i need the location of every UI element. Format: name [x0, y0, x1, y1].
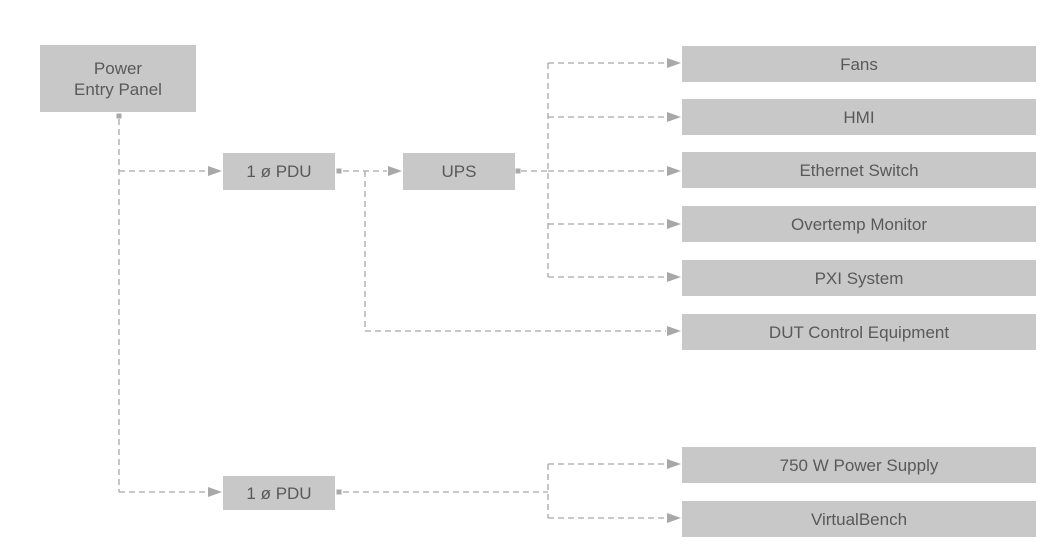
fans-label: Fans	[840, 54, 878, 74]
power-supply-750w-label: 750 W Power Supply	[779, 455, 939, 475]
ethernet-switch-arrowhead	[667, 166, 681, 176]
pxi-system-arrowhead	[667, 272, 681, 282]
power-entry-panel-label-line2: Entry Panel	[74, 79, 162, 99]
virtualbench-label: VirtualBench	[810, 509, 908, 529]
overtemp-monitor-node: Overtemp Monitor	[682, 206, 1036, 242]
overtemp-monitor-label: Overtemp Monitor	[790, 214, 928, 234]
power-entry-panel-node: Power Entry Panel	[40, 45, 196, 112]
fans-node: Fans	[682, 46, 1036, 82]
pdu-upper-port-dot	[336, 168, 342, 174]
dut-arrowhead	[667, 326, 681, 336]
dut-control-equipment-node: DUT Control Equipment	[682, 314, 1036, 350]
ups-arrowhead	[388, 166, 402, 176]
ups-port-dot	[515, 168, 521, 174]
pdu-lower-arrowhead	[208, 487, 222, 497]
fans-arrowhead	[667, 58, 681, 68]
pdu-upper-arrowhead	[208, 166, 222, 176]
pxi-system-node: PXI System	[682, 260, 1036, 296]
pxi-system-label: PXI System	[814, 268, 904, 288]
ethernet-switch-label: Ethernet Switch	[799, 160, 919, 180]
power-entry-panel-label-line1: Power	[93, 58, 143, 78]
pdu-lower-port-dot	[336, 489, 342, 495]
ups-node: UPS	[403, 153, 515, 190]
hmi-label: HMI	[843, 107, 875, 127]
ethernet-switch-node: Ethernet Switch	[682, 152, 1036, 188]
pdu-lower-node: 1 ø PDU	[223, 476, 335, 510]
virtualbench-node: VirtualBench	[682, 501, 1036, 537]
virtualbench-arrowhead	[667, 513, 681, 523]
pep-port-dot	[116, 113, 122, 119]
hmi-arrowhead	[667, 112, 681, 122]
power-supply-750w-arrowhead	[667, 459, 681, 469]
overtemp-monitor-arrowhead	[667, 219, 681, 229]
pdu-upper-label: 1 ø PDU	[246, 162, 312, 181]
ups-label: UPS	[441, 162, 477, 181]
pdu-upper-node: 1 ø PDU	[223, 153, 335, 190]
pdu-lower-label: 1 ø PDU	[246, 483, 312, 503]
dut-control-equipment-label: DUT Control Equipment	[768, 322, 950, 342]
power-supply-750w-node: 750 W Power Supply	[682, 447, 1036, 483]
hmi-node: HMI	[682, 99, 1036, 135]
